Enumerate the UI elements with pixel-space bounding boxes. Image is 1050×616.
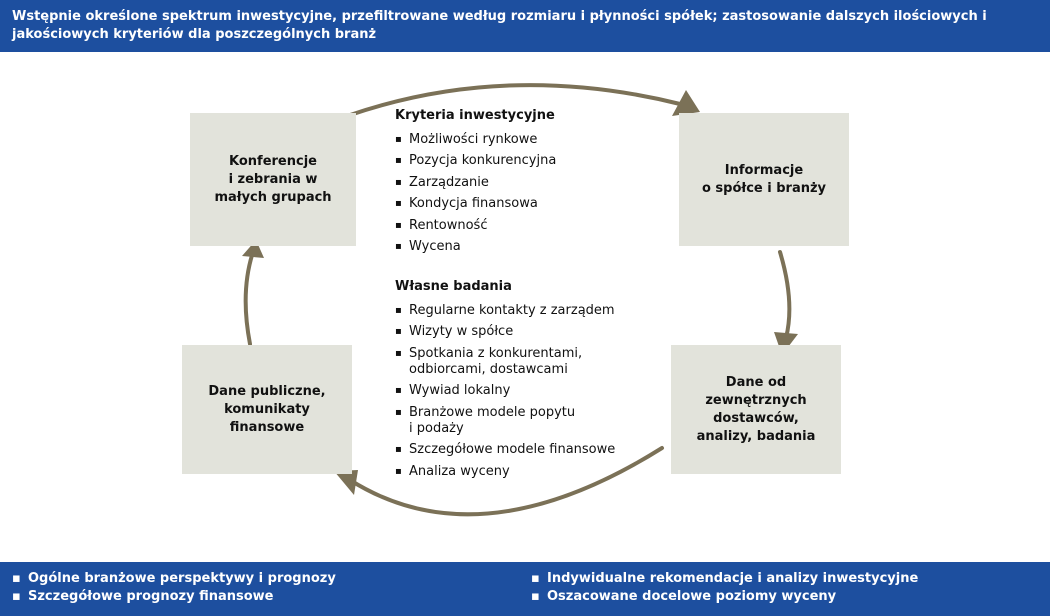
criteria-item: Zarządzanie [395, 175, 556, 191]
research-item: Szczegółowe modele finansowe [395, 442, 615, 458]
arc-right [778, 250, 792, 340]
arc-top [316, 83, 682, 129]
header-line-2: jakościowych kryteriów dla poszczególnyc… [12, 27, 377, 42]
footer-right-list: ▪Indywidualne rekomendacje i analizy inw… [531, 570, 918, 606]
criteria-heading: Kryteria inwestycyjne [395, 108, 555, 123]
bullet-icon: ▪ [12, 571, 21, 586]
criteria-item: Rentowność [395, 218, 556, 234]
research-item: Wywiad lokalny [395, 383, 615, 399]
footer-item: ▪Szczegółowe prognozy finansowe [12, 589, 274, 604]
criteria-item: Pozycja konkurencyjna [395, 153, 556, 169]
box-external-data: Dane od zewnętrznych dostawców, analizy,… [671, 345, 841, 474]
bullet-icon: ▪ [12, 589, 21, 604]
research-item: Analiza wyceny [395, 464, 615, 480]
research-block: Własne badania Regularne kontakty z zarz… [395, 277, 615, 480]
footer-banner: ▪Ogólne branżowe perspektywy i prognozy … [0, 562, 1050, 616]
box-public-data: Dane publiczne, komunikaty finansowe [182, 345, 352, 474]
box-conferences: Konferencje i zebrania w małych grupach [190, 113, 356, 246]
header-banner: Wstępnie określone spektrum inwestycyjne… [0, 0, 1050, 52]
bullet-icon: ▪ [531, 571, 540, 586]
research-item: Spotkania z konkurentami, odbiorcami, do… [395, 346, 615, 378]
criteria-item: Kondycja finansowa [395, 196, 556, 212]
criteria-block: Kryteria inwestycyjne Możliwości rynkowe… [395, 106, 556, 255]
bullet-icon: ▪ [531, 589, 540, 604]
footer-left-list: ▪Ogólne branżowe perspektywy i prognozy … [12, 570, 336, 606]
arrowhead-bottom [334, 470, 358, 495]
research-heading: Własne badania [395, 279, 512, 294]
footer-item: ▪Oszacowane docelowe poziomy wyceny [531, 589, 837, 604]
footer-item: ▪Ogólne branżowe perspektywy i prognozy [12, 571, 336, 586]
arc-left [243, 250, 255, 346]
footer-item: ▪Indywidualne rekomendacje i analizy inw… [531, 571, 919, 586]
criteria-item: Możliwości rynkowe [395, 132, 556, 148]
research-item: Wizyty w spółce [395, 324, 615, 340]
arrowhead-top [672, 90, 700, 116]
box-company-info: Informacje o spółce i branży [679, 113, 849, 246]
header-line-1: Wstępnie określone spektrum inwestycyjne… [12, 9, 987, 24]
research-item: Branżowe modele popytu i podaży [395, 405, 615, 437]
criteria-item: Wycena [395, 239, 556, 255]
research-item: Regularne kontakty z zarządem [395, 303, 615, 319]
arrowhead-left [242, 240, 264, 258]
